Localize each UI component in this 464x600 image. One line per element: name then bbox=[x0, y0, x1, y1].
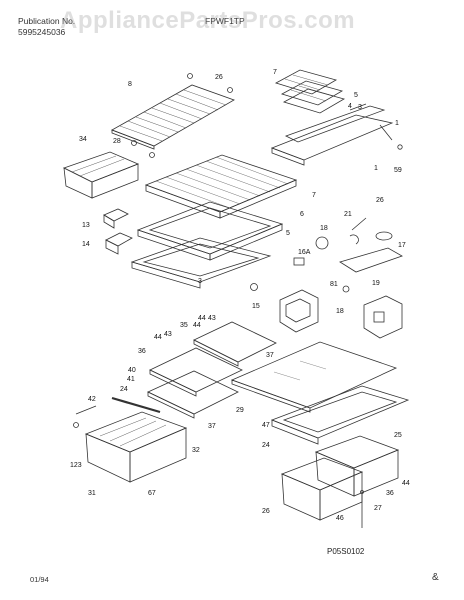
publication-number: 5995245036 bbox=[18, 27, 66, 37]
shelf-frame-lower bbox=[130, 237, 272, 289]
callout-label: 7 bbox=[312, 192, 316, 199]
callout-label: 25 bbox=[394, 432, 402, 439]
callout-label: 36 bbox=[386, 490, 394, 497]
footer-mark: & bbox=[432, 572, 439, 583]
meat-pan bbox=[62, 151, 140, 199]
trim-strip bbox=[111, 396, 161, 414]
callout-label: 43 bbox=[208, 315, 216, 322]
callout-label: 28 bbox=[113, 138, 121, 145]
callout-label: 19 bbox=[372, 280, 380, 287]
crisper-drawer-left bbox=[73, 405, 188, 483]
diagram-code: P05S0102 bbox=[327, 547, 365, 556]
callout-label: 37 bbox=[266, 352, 274, 359]
callout-label: 27 bbox=[374, 505, 382, 512]
glass-shelf-large bbox=[230, 341, 398, 413]
footer-date: 01/94 bbox=[30, 575, 49, 584]
callout-label: 5 bbox=[354, 92, 358, 99]
callout-label: 24 bbox=[120, 386, 128, 393]
callout-label: 123 bbox=[70, 462, 82, 469]
bracket-12 bbox=[103, 208, 129, 229]
callout-label: 32 bbox=[192, 447, 200, 454]
crisper-drawer-right-lower bbox=[280, 457, 364, 528]
callout-label: 26 bbox=[376, 197, 384, 204]
callout-label: 1 bbox=[374, 165, 378, 172]
callout-label: 24 bbox=[262, 442, 270, 449]
model-number: FPWF1TP bbox=[205, 16, 245, 26]
callout-label: 44 bbox=[402, 480, 410, 487]
callout-label: 34 bbox=[79, 136, 87, 143]
callout-label: 16A bbox=[298, 249, 311, 256]
callout-label: 18 bbox=[336, 308, 344, 315]
callout-label: 81 bbox=[330, 281, 338, 288]
callout-label: 5 bbox=[286, 230, 290, 237]
callout-label: 7 bbox=[273, 69, 277, 76]
callout-label: 43 bbox=[164, 331, 172, 338]
wire-shelf bbox=[111, 73, 235, 158]
crisper-cover bbox=[270, 385, 410, 445]
callout-label: 47 bbox=[262, 422, 270, 429]
callout-label: 4 bbox=[348, 103, 352, 110]
callout-label: 46 bbox=[336, 515, 344, 522]
callout-label: 37 bbox=[208, 423, 216, 430]
callout-label: 8 bbox=[128, 81, 132, 88]
callout-label: 44 bbox=[198, 315, 206, 322]
callout-label: 41 bbox=[127, 376, 135, 383]
callout-label: 44 bbox=[154, 334, 162, 341]
glass-shelf-upper bbox=[144, 154, 298, 219]
watermark: AppliancePartsPros.com bbox=[60, 7, 356, 34]
callout-label: 15 bbox=[252, 303, 260, 310]
callout-label: 44 bbox=[193, 322, 201, 329]
callout-label: 17 bbox=[398, 242, 406, 249]
thermostat-housing bbox=[250, 283, 403, 339]
callout-label: 21 bbox=[344, 211, 352, 218]
bracket-13 bbox=[105, 232, 133, 255]
callout-label: 3 bbox=[358, 104, 362, 111]
glass-shelf-small-middle bbox=[149, 347, 243, 397]
callout-label: 18 bbox=[320, 225, 328, 232]
callout-label: 3 bbox=[198, 278, 202, 285]
ice-trays bbox=[274, 69, 346, 114]
callout-label: 26 bbox=[262, 508, 270, 515]
crisper-drawer-right-upper bbox=[314, 435, 400, 497]
callout-label: 13 bbox=[82, 222, 90, 229]
callout-label: 26 bbox=[215, 74, 223, 81]
light-assembly bbox=[293, 217, 403, 273]
shelf-frame bbox=[136, 201, 284, 261]
callout-label: 42 bbox=[88, 396, 96, 403]
callout-label: 31 bbox=[88, 490, 96, 497]
callout-label: 36 bbox=[138, 348, 146, 355]
shelf-rails bbox=[270, 103, 403, 166]
callout-label: 14 bbox=[82, 241, 90, 248]
callout-label: 40 bbox=[128, 367, 136, 374]
glass-shelf-small-upper bbox=[193, 321, 277, 367]
callout-label: 59 bbox=[394, 167, 402, 174]
glass-shelf-small-lower bbox=[147, 370, 239, 419]
publication-label: Publication No. bbox=[18, 16, 76, 26]
callout-label: 1 bbox=[395, 120, 399, 127]
callout-label: 29 bbox=[236, 407, 244, 414]
callout-label: 67 bbox=[148, 490, 156, 497]
callout-label: 6 bbox=[300, 211, 304, 218]
callout-label: 35 bbox=[180, 322, 188, 329]
